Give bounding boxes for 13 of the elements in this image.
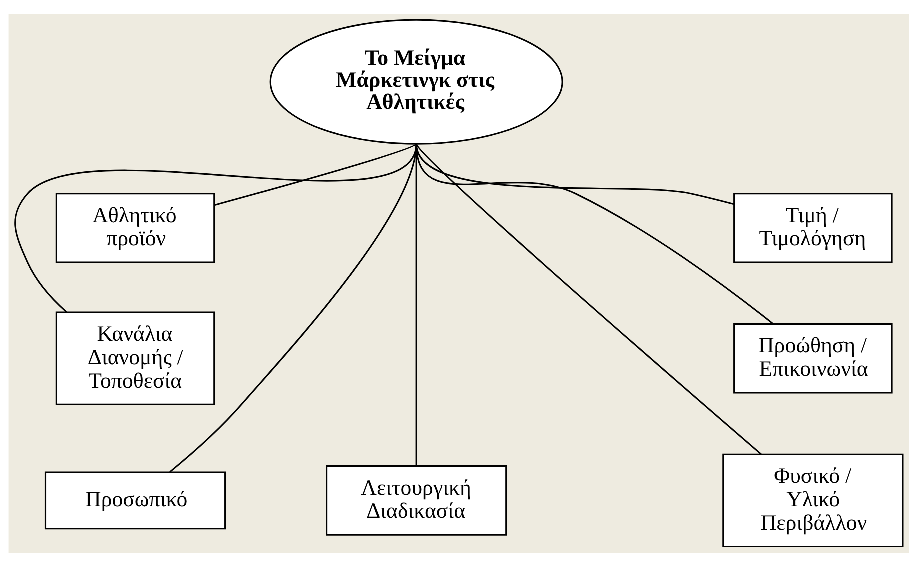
- node-box: Λειτουργική Διαδικασία: [326, 465, 508, 536]
- connector: [170, 143, 418, 472]
- connector: [416, 142, 762, 455]
- node-box: Τιμή / Τιμολόγηση: [734, 192, 893, 263]
- node-box: Προώθηση / Επικοινωνία: [734, 322, 893, 394]
- node-box: Αθλητικό προϊόν: [56, 192, 216, 263]
- connector: [14, 143, 418, 312]
- node-ellipse: Το Μείγμα Μάρκετινγκ στις Αθλητικές: [270, 18, 564, 144]
- connector: [214, 142, 418, 206]
- connector: [416, 143, 418, 466]
- node-box: Κανάλια Διανομής / Τοποθεσία: [56, 311, 216, 405]
- node-box: Προσωπικό: [44, 471, 226, 530]
- node-box: Φυσικό / Υλικό Περιβάλλον: [722, 453, 904, 548]
